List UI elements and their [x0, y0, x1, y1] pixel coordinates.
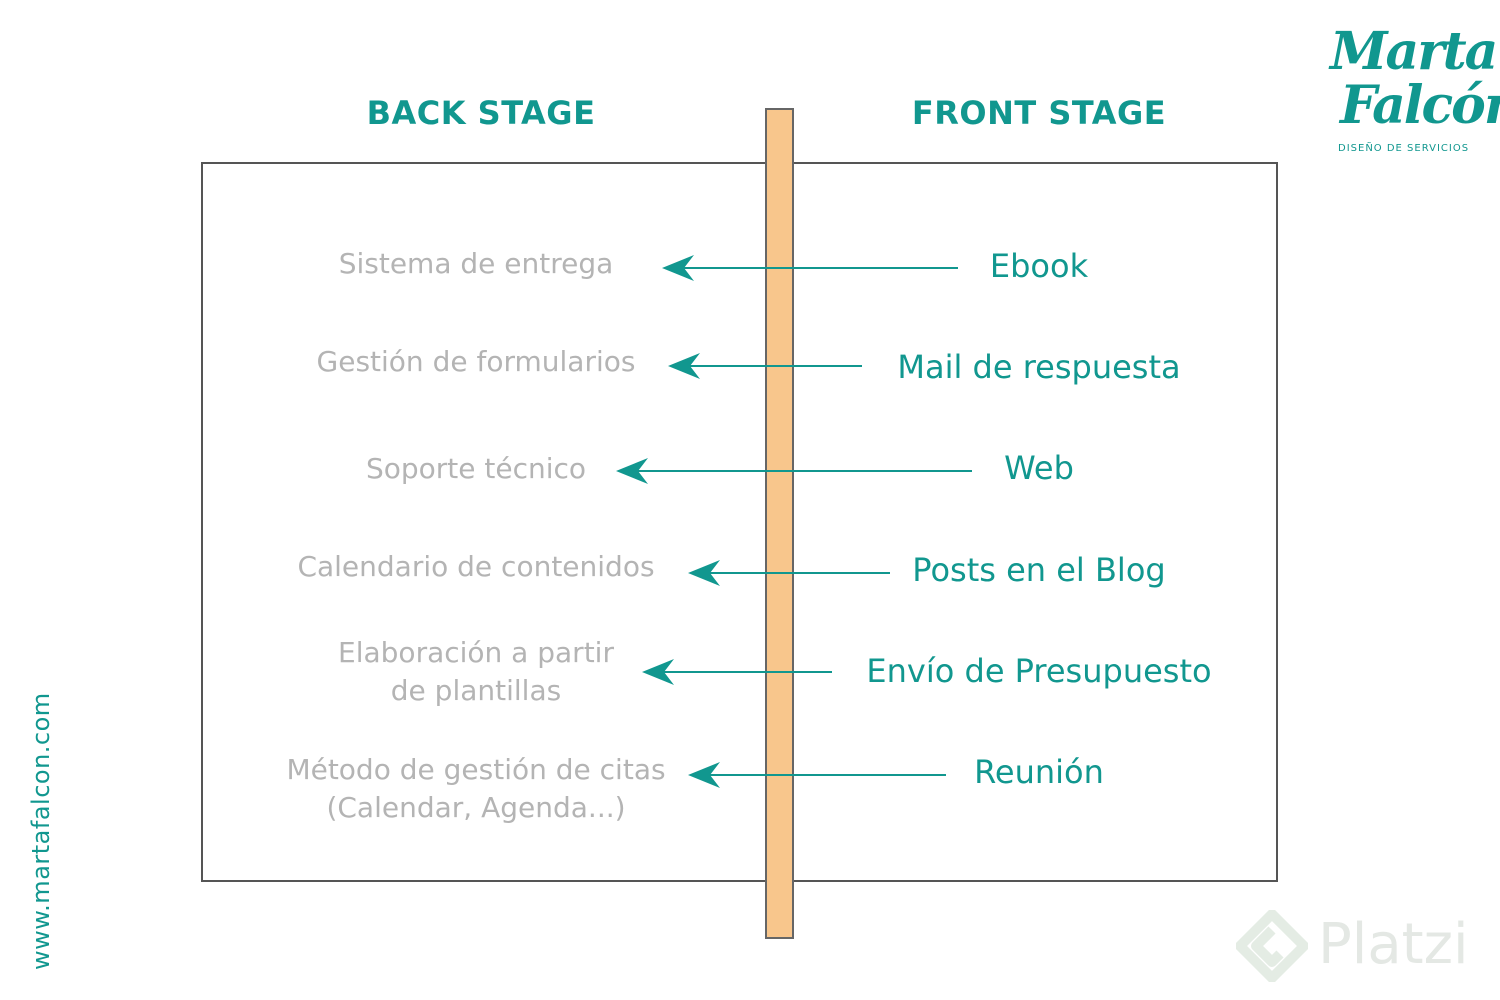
arrow-left-icon: [662, 255, 694, 281]
line-of-visibility: [765, 108, 794, 939]
front-stage-title: FRONT STAGE: [911, 94, 1167, 132]
back-item-1: Gestión de formularios: [316, 345, 636, 378]
watermark-text: Platzi: [1318, 912, 1469, 977]
brand-logo: Marta Falcón DISEÑO DE SERVICIOS: [1318, 22, 1500, 162]
arrow-left-icon: [688, 762, 720, 788]
arrow-left-icon: [616, 458, 648, 484]
arrow-left-icon: [668, 353, 700, 379]
front-item-4: Envío de Presupuesto: [866, 652, 1212, 690]
back-item-5: Método de gestión de citas (Calendar, Ag…: [286, 753, 666, 824]
front-item-5: Reunión: [974, 753, 1104, 791]
site-url: www.martafalcon.com: [27, 692, 55, 970]
front-item-0: Ebook: [989, 247, 1089, 285]
back-item-0: Sistema de entrega: [338, 247, 614, 280]
front-item-1: Mail de respuesta: [897, 348, 1181, 386]
arrow-left-icon: [642, 659, 674, 685]
back-item-4: Elaboración a partir de plantillas: [338, 636, 614, 707]
front-item-3: Posts en el Blog: [912, 551, 1166, 589]
back-item-3: Calendario de contenidos: [297, 550, 655, 583]
platzi-logo-icon: [1236, 910, 1308, 982]
front-item-2: Web: [1004, 449, 1074, 487]
logo-tagline: DISEÑO DE SERVICIOS: [1338, 143, 1470, 154]
back-stage-title: BACK STAGE: [366, 94, 596, 132]
back-item-2: Soporte técnico: [365, 452, 587, 485]
logo-line-2: Falcón: [1340, 75, 1500, 136]
arrow-left-icon: [688, 560, 720, 586]
logo-line-1: Marta: [1330, 21, 1498, 82]
platzi-watermark: Platzi: [1236, 906, 1496, 986]
diagram-frame: [201, 162, 1278, 882]
